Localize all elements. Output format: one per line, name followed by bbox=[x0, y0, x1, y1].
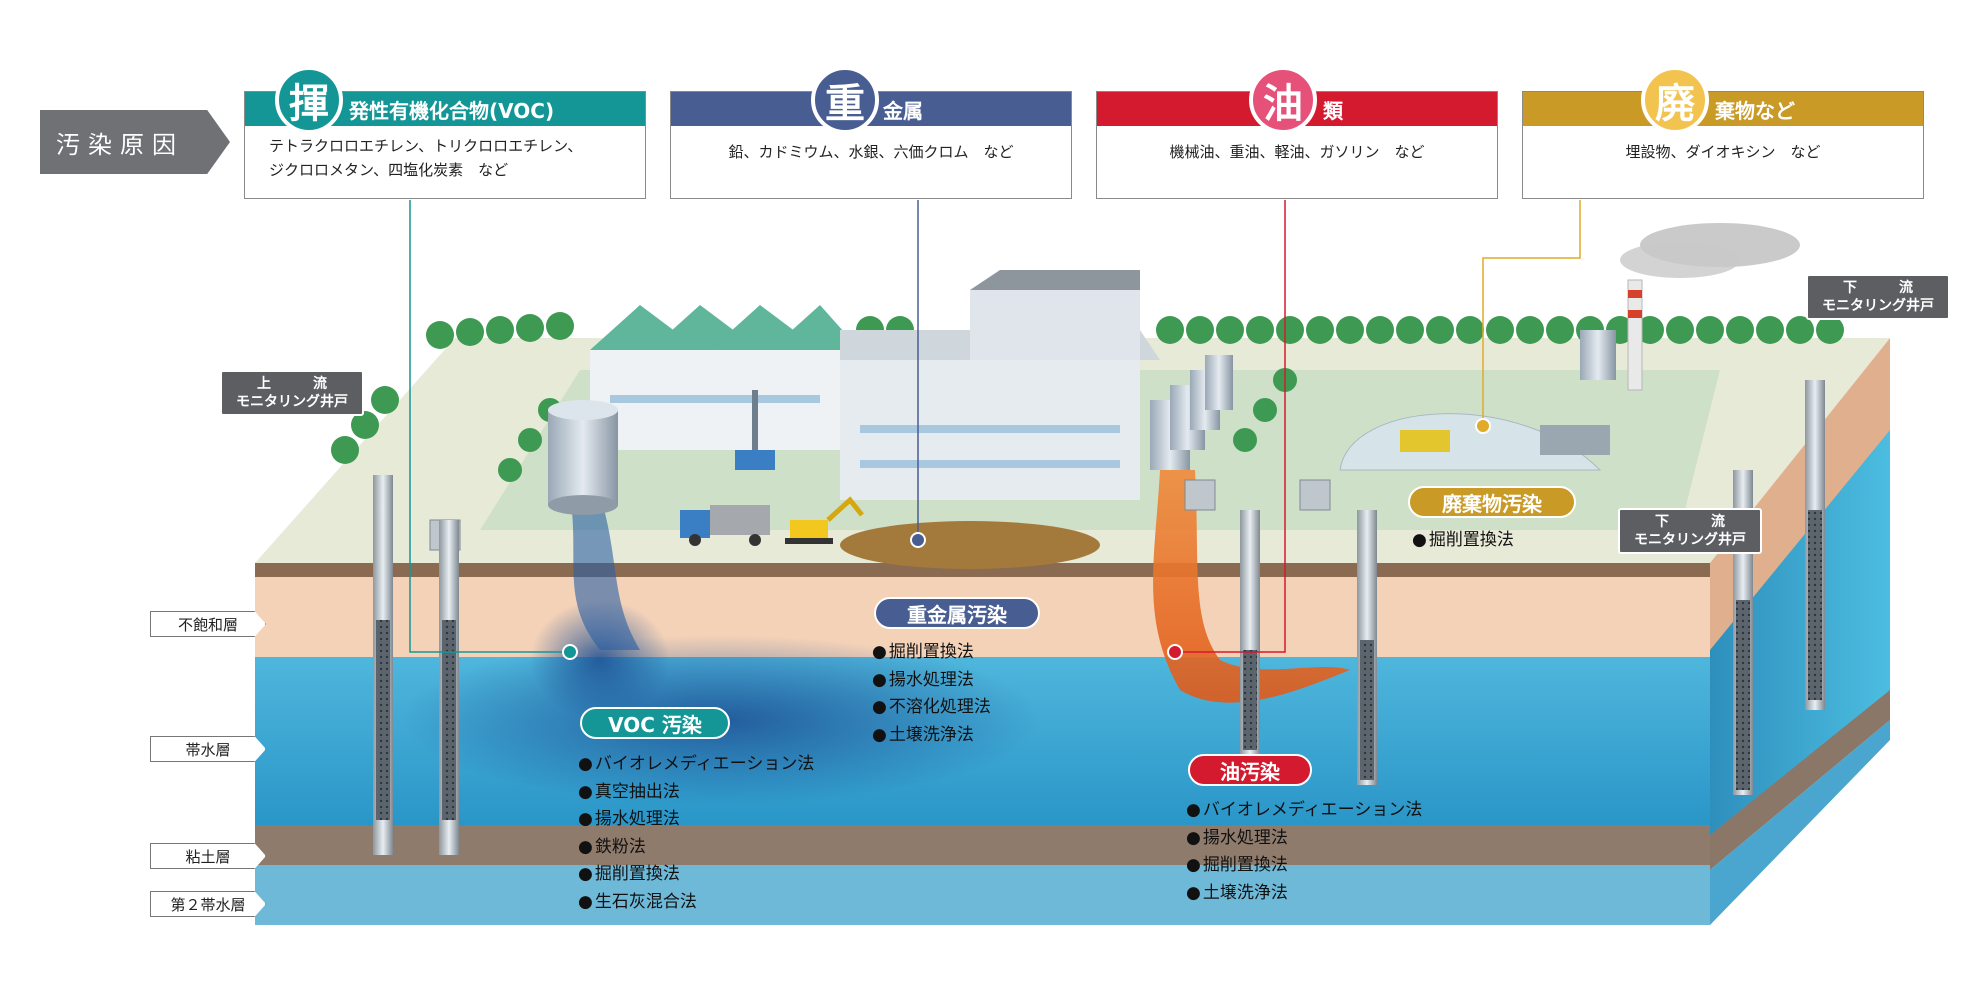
method-item: 真空抽出法 bbox=[578, 779, 814, 807]
excavator bbox=[785, 496, 864, 544]
layer-label-clay: 粘土層 bbox=[150, 843, 266, 869]
cause-label: 汚染原因 bbox=[40, 110, 230, 174]
voc-plume-stem bbox=[570, 495, 640, 650]
voc-marker bbox=[562, 644, 578, 660]
voc-pollution-title: VOC 汚染 bbox=[580, 707, 730, 739]
category-oil: 油 類 機械油、重油、軽油、ガソリン など bbox=[1096, 66, 1498, 199]
method-item: 土壌洗浄法 bbox=[1186, 880, 1422, 908]
well-tag-upstream: 上 流 モニタリング井戸 bbox=[220, 370, 364, 416]
category-heavy-metal: 重 金属 鉛、カドミウム、水銀、六価クロム など bbox=[670, 66, 1072, 199]
method-item: 生石灰混合法 bbox=[578, 889, 814, 917]
well-tag-line: 下 流 bbox=[1843, 280, 1927, 296]
category-desc-line: ジクロロメタン、四塩化炭素 など bbox=[269, 161, 509, 179]
main-building bbox=[840, 270, 1160, 500]
waste-site bbox=[1339, 413, 1610, 471]
method-item: バイオレメディエーション法 bbox=[1186, 797, 1422, 825]
heavy-metal-soil bbox=[840, 521, 1100, 569]
dump-truck bbox=[680, 505, 770, 546]
well-tag-downstream-b: 下 流 モニタリング井戸 bbox=[1618, 508, 1762, 554]
category-desc-line: テトラクロロエチレン、トリクロロエチレン、 bbox=[269, 137, 583, 155]
waste-methods: 掘削置換法 bbox=[1412, 527, 1514, 555]
heavy-metal-pollution-title: 重金属汚染 bbox=[874, 597, 1040, 629]
drilling-rig bbox=[735, 390, 775, 470]
category-badge-waste: 廃 bbox=[1641, 66, 1709, 134]
topsoil-strip bbox=[255, 563, 1710, 577]
category-badge-oil: 油 bbox=[1249, 66, 1317, 134]
category-desc-oil: 機械油、重油、軽油、ガソリン など bbox=[1169, 143, 1425, 161]
oil-plume bbox=[1153, 470, 1350, 703]
category-badge-voc: 揮 bbox=[275, 66, 343, 134]
voc-plume-core bbox=[530, 600, 670, 720]
well-tag-line: モニタリング井戸 bbox=[1822, 298, 1934, 314]
voc-methods: バイオレメディエーション法 真空抽出法 揚水処理法 鉄粉法 掘削置換法 生石灰混… bbox=[578, 751, 814, 916]
voc-tank bbox=[548, 400, 618, 515]
well-tag-line: 下 流 bbox=[1655, 514, 1739, 530]
well-tag-downstream-a: 下 流 モニタリング井戸 bbox=[1806, 274, 1950, 320]
category-desc-voc: テトラクロロエチレン、トリクロロエチレン、 ジクロロメタン、四塩化炭素 など bbox=[245, 126, 645, 182]
heavy-metal-methods: 掘削置換法 揚水処理法 不溶化処理法 土壌洗浄法 bbox=[872, 639, 991, 749]
category-desc-waste: 埋設物、ダイオキシン など bbox=[1625, 143, 1821, 161]
method-item: バイオレメディエーション法 bbox=[578, 751, 814, 779]
category-title-waste: 棄物など bbox=[1523, 92, 1923, 126]
monitoring-wells bbox=[373, 380, 1825, 855]
waste-marker bbox=[1475, 418, 1491, 434]
method-item: 掘削置換法 bbox=[872, 639, 991, 667]
heavy-metal-marker bbox=[910, 532, 926, 548]
chimney bbox=[1580, 223, 1800, 391]
method-item: 不溶化処理法 bbox=[872, 694, 991, 722]
side-face-clay bbox=[1710, 690, 1890, 870]
method-item: 揚水処理法 bbox=[872, 667, 991, 695]
well-tag-line: モニタリング井戸 bbox=[236, 394, 348, 410]
category-desc-heavy-metal: 鉛、カドミウム、水銀、六価クロム など bbox=[728, 143, 1014, 161]
well-tag-line: モニタリング井戸 bbox=[1634, 532, 1746, 548]
category-voc: 揮 発性有機化合物(VOC) テトラクロロエチレン、トリクロロエチレン、 ジクロ… bbox=[244, 66, 646, 199]
method-item: 鉄粉法 bbox=[578, 834, 814, 862]
well-tag-line: 上 流 bbox=[257, 376, 341, 392]
layer-label-aquifer: 帯水層 bbox=[150, 736, 266, 762]
method-item: 揚水処理法 bbox=[578, 806, 814, 834]
clay-layer bbox=[255, 825, 1710, 865]
category-badge-heavy-metal: 重 bbox=[811, 66, 879, 134]
oil-marker bbox=[1167, 644, 1183, 660]
oil-pollution-title: 油汚染 bbox=[1188, 754, 1312, 786]
oil-methods: バイオレメディエーション法 揚水処理法 掘削置換法 土壌洗浄法 bbox=[1186, 797, 1422, 907]
oil-tanks bbox=[1150, 355, 1233, 470]
waste-pollution-title: 廃棄物汚染 bbox=[1408, 486, 1576, 518]
side-face-aquifer2 bbox=[1710, 720, 1890, 925]
aquifer2-layer bbox=[255, 865, 1710, 925]
method-item: 掘削置換法 bbox=[1412, 527, 1514, 555]
layer-label-unsaturated: 不飽和層 bbox=[150, 611, 266, 637]
method-item: 掘削置換法 bbox=[1186, 852, 1422, 880]
leader-lines bbox=[409, 200, 1581, 653]
sawtooth-factory bbox=[590, 305, 860, 450]
method-item: 掘削置換法 bbox=[578, 861, 814, 889]
layer-label-aquifer2: 第２帯水層 bbox=[150, 891, 266, 917]
method-item: 土壌洗浄法 bbox=[872, 722, 991, 750]
method-item: 揚水処理法 bbox=[1186, 825, 1422, 853]
category-waste: 廃 棄物など 埋設物、ダイオキシン など bbox=[1522, 66, 1924, 199]
